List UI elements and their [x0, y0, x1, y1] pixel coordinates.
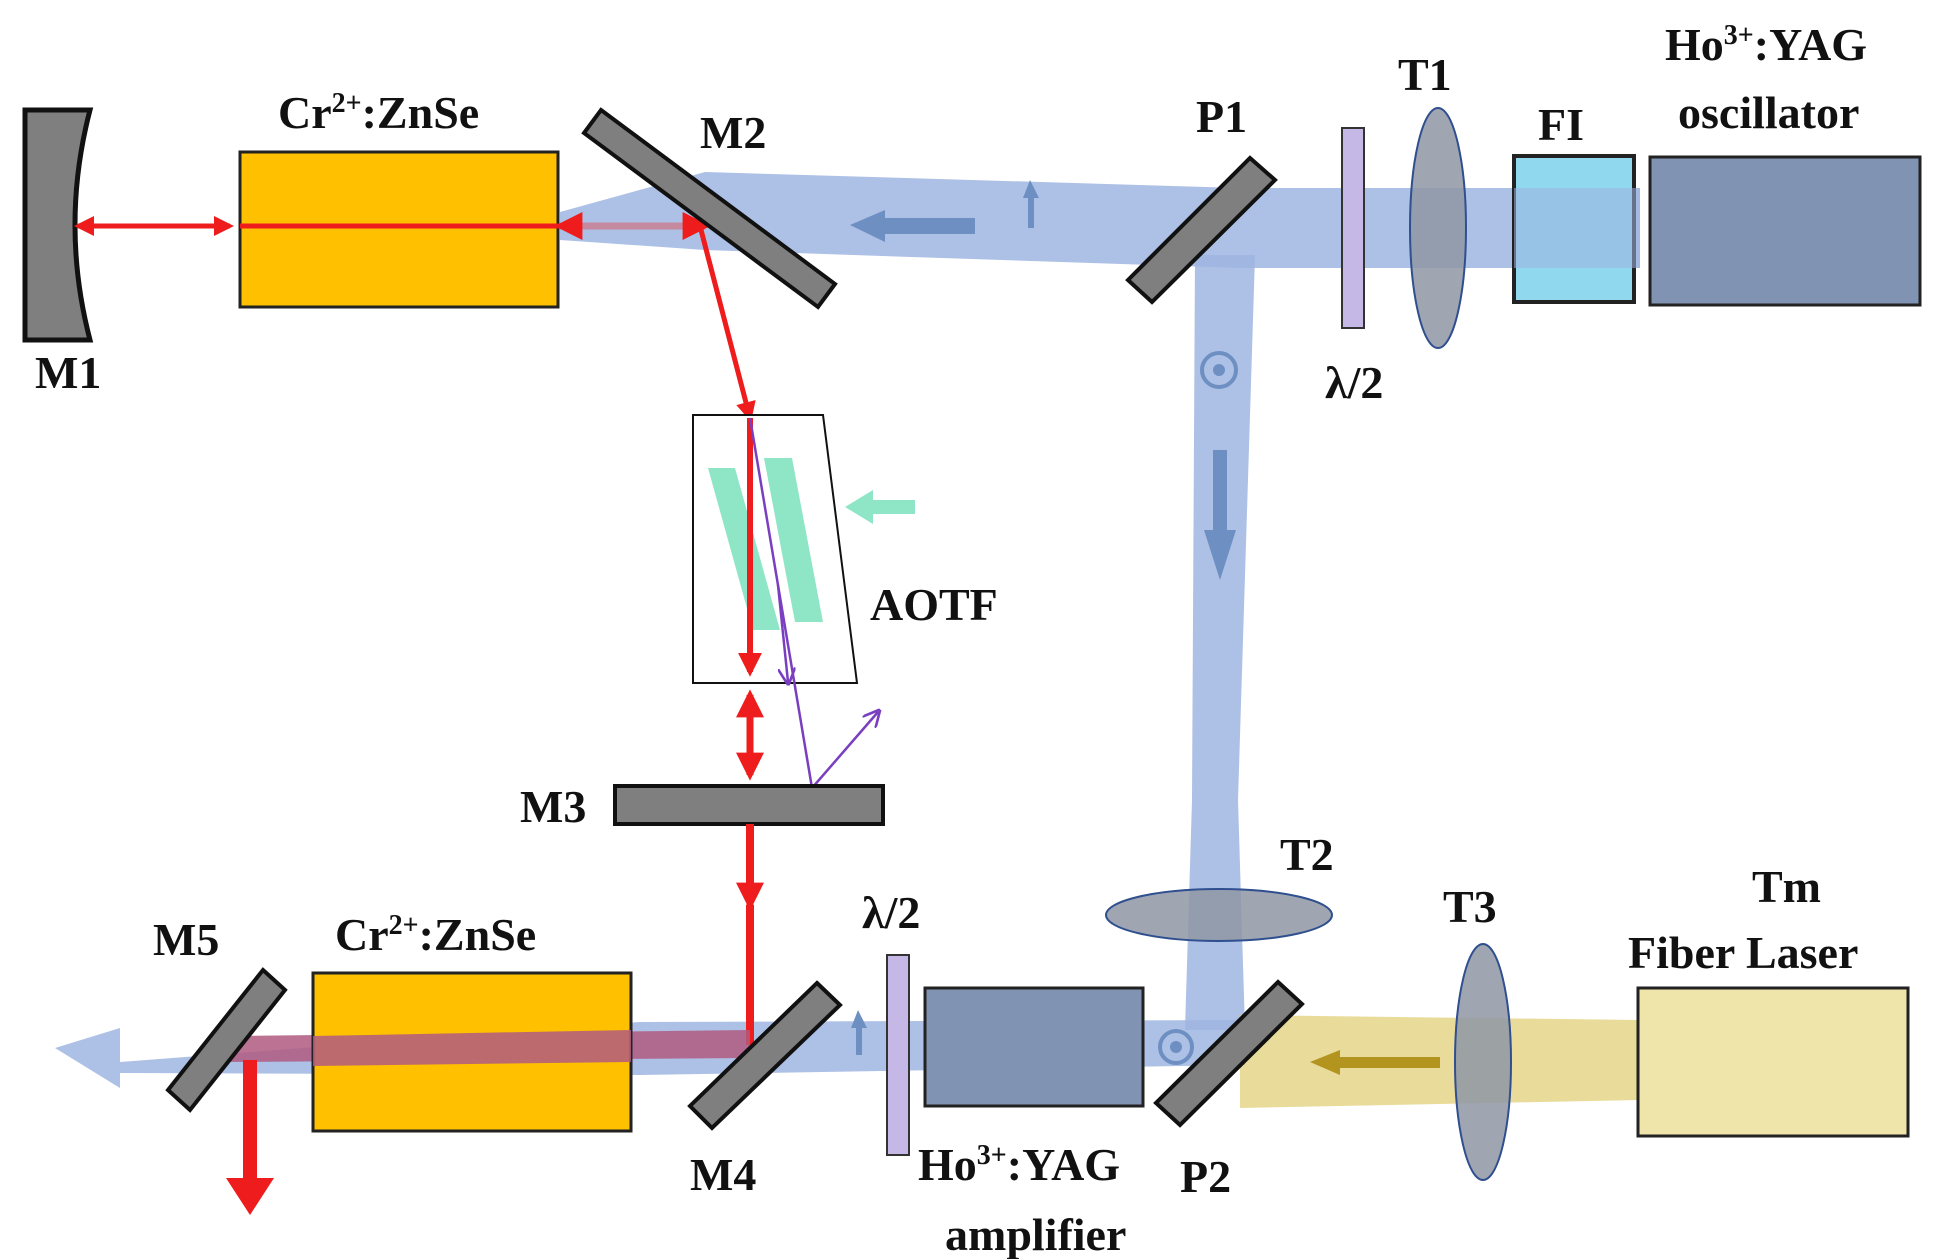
lens-t3	[1454, 943, 1512, 1181]
polarization-arrow-bottom	[851, 1010, 867, 1055]
label-t2: T2	[1280, 829, 1334, 880]
output-arrow-head	[55, 1028, 120, 1088]
mid-ir-output-head	[226, 1178, 274, 1215]
lens-t2	[1105, 888, 1333, 942]
label-fi: FI	[1538, 99, 1584, 150]
label-half-wave-bottom: λ/2	[862, 887, 920, 938]
polarization-dot-vertical-center	[1213, 364, 1225, 376]
label-amplifier-role: amplifier	[945, 1209, 1126, 1259]
label-m1: M1	[35, 347, 101, 398]
aotf-body	[692, 414, 859, 684]
pump-arrow-down	[1204, 450, 1236, 580]
polarizer-p1	[1125, 155, 1278, 305]
half-wave-plate-top	[1341, 127, 1365, 329]
label-tm-line2: Fiber Laser	[1628, 927, 1858, 978]
acoustic-wave-arrow	[845, 490, 915, 524]
label-m3: M3	[520, 781, 586, 832]
mirror-m4	[687, 980, 843, 1131]
tm-arrow	[1310, 1050, 1440, 1075]
label-t1: T1	[1398, 49, 1452, 100]
tm-fiber-laser-box	[1636, 986, 1910, 1138]
label-crystal-bottom: Cr2+:ZnSe	[335, 909, 536, 960]
label-m4: M4	[690, 1149, 756, 1200]
label-half-wave-top: λ/2	[1325, 357, 1383, 408]
pump-arrow-left	[850, 210, 975, 242]
pump-beam-top	[560, 172, 1640, 268]
mid-ir-down-m2	[697, 225, 756, 422]
label-amplifier-name: Ho3+:YAG	[918, 1139, 1120, 1190]
half-wave-plate-bottom	[886, 954, 910, 1156]
pump-beam-vertical	[1185, 255, 1255, 1030]
pump-beam-over-fi	[1514, 188, 1640, 268]
label-crystal-top: Cr2+:ZnSe	[278, 87, 479, 138]
polarizer-p2	[1153, 979, 1305, 1128]
mid-ir-bottom-beam-over	[313, 1030, 631, 1066]
crystal-top	[238, 150, 560, 309]
label-m2: M2	[700, 107, 766, 158]
polarization-dot-bottom	[1158, 1029, 1194, 1065]
label-t3: T3	[1443, 881, 1497, 932]
label-aotf: AOTF	[870, 579, 998, 630]
pump-arrow-small-up	[1023, 180, 1039, 228]
label-oscillator-name: Ho3+:YAG	[1665, 19, 1867, 70]
label-p2: P2	[1180, 1151, 1231, 1202]
ho-amplifier-box	[923, 986, 1145, 1108]
label-p1: P1	[1196, 91, 1247, 142]
ho-oscillator-box	[1648, 155, 1922, 307]
aotf-grating-right	[764, 458, 823, 622]
mirror-m2	[581, 107, 838, 310]
mirror-m5	[165, 967, 288, 1113]
aotf-grating-left	[708, 468, 780, 630]
lens-t1	[1409, 107, 1467, 349]
label-tm-line1: Tm	[1752, 861, 1821, 912]
polarization-dot-bottom-center	[1170, 1041, 1182, 1053]
diffracted-beam-arrow	[776, 584, 788, 682]
label-oscillator-role: oscillator	[1678, 87, 1859, 138]
label-m5: M5	[153, 914, 219, 965]
mirror-m3	[613, 784, 885, 826]
polarization-dot-vertical	[1200, 351, 1238, 389]
